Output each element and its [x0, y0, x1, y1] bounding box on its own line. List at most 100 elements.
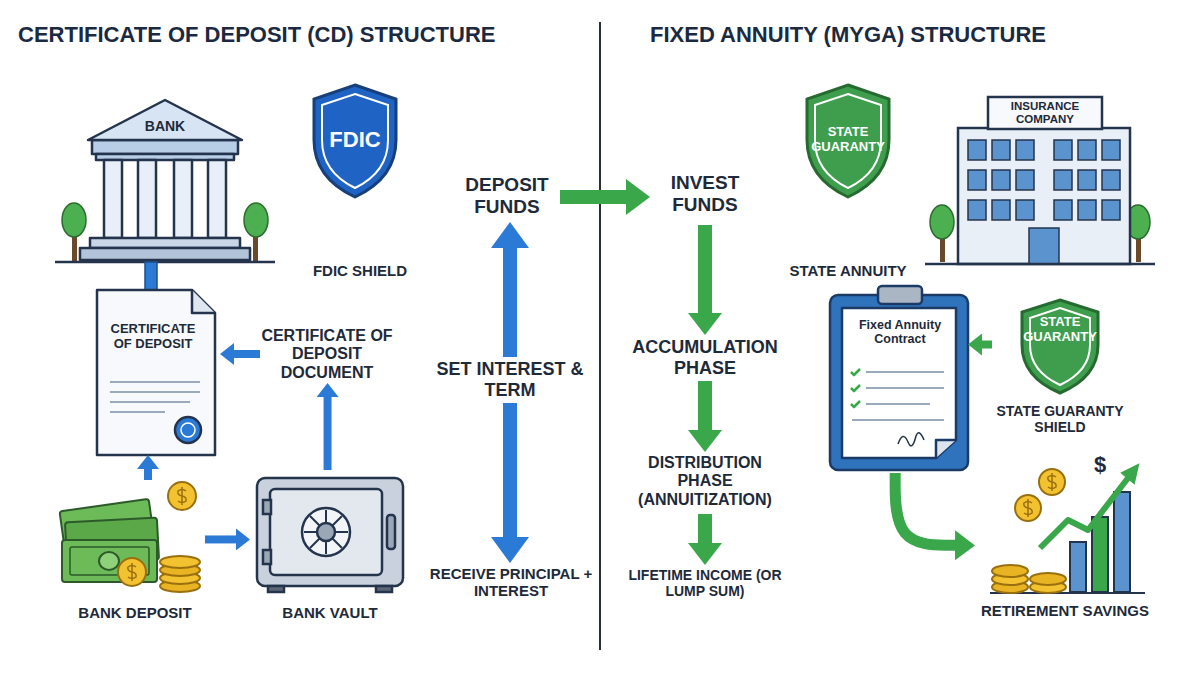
- connector-arrow: [324, 397, 332, 470]
- bank-building: [104, 160, 122, 238]
- bank-vault: [263, 550, 271, 564]
- node-text: ACCUMULATION PHASE: [625, 337, 785, 378]
- bank-building: [55, 100, 275, 262]
- insurance-building: [968, 170, 986, 190]
- cash-stack: [60, 482, 200, 592]
- fdic-shield: [314, 85, 396, 197]
- node-text: BANK VAULT: [248, 604, 413, 621]
- certificate-document: [110, 401, 190, 403]
- certificate-document: [110, 391, 200, 393]
- insurance-building: [1078, 200, 1096, 220]
- certificate-document: [97, 290, 215, 455]
- node-label: FDIC SHIELD: [305, 262, 415, 279]
- insurance-building: [1016, 170, 1034, 190]
- bank-vault: [304, 510, 348, 554]
- bank-vault: [263, 500, 271, 514]
- node-text: LIFETIME INCOME (OR LUMP SUM): [618, 567, 793, 599]
- document-callout: CERTIFICATE OF DEPOSIT DOCUMENT: [260, 325, 395, 383]
- node-text: CERTIFICATE OF DEPOSIT DOCUMENT: [260, 327, 395, 382]
- certificate-document: [110, 411, 165, 413]
- annuity-contract-clipboard: [851, 369, 860, 407]
- bank-building: [88, 100, 242, 140]
- flow-step: DEPOSIT FUNDS: [455, 172, 560, 222]
- node-text: BANK DEPOSIT: [60, 604, 210, 621]
- bank-building: [90, 238, 240, 248]
- cash-stack: [168, 482, 196, 510]
- connector-arrow: [895, 473, 955, 545]
- cash-stack: [99, 552, 119, 570]
- bank-building: [174, 160, 192, 238]
- insurance-building: [1029, 228, 1059, 264]
- node-text: CERTIFICATE OF DEPOSIT: [103, 322, 203, 352]
- cash-stack: [118, 558, 146, 586]
- node-text: DEPOSIT FUNDS: [455, 174, 560, 218]
- bank-building: BANK: [65, 95, 265, 270]
- flow-step: SET INTEREST & TERM: [435, 357, 585, 403]
- divider-line: [599, 22, 601, 650]
- insurance-building: [992, 140, 1010, 160]
- node-label: STATE ANNUITY: [783, 262, 913, 279]
- bank-vault: [270, 489, 382, 575]
- fdic-shield: [314, 85, 396, 197]
- state-guaranty-shield: [1022, 300, 1098, 393]
- retirement-savings-chart: [1015, 495, 1041, 521]
- bank-vault: [387, 515, 395, 549]
- insurance-building: [968, 200, 986, 220]
- bank-vault: [268, 586, 284, 592]
- retirement-savings-chart: $RETIREMENT SAVINGS: [975, 450, 1155, 630]
- annuity-contract-clipboard: [852, 372, 944, 420]
- insurance-building: [958, 128, 1130, 264]
- cash-stack: [128, 563, 136, 581]
- connector-arrow: [982, 341, 992, 349]
- bank-vault: [317, 523, 335, 541]
- insurance-building: [1016, 200, 1034, 220]
- node-text: STATE GUARANTY: [1021, 315, 1099, 345]
- connector-arrow: [205, 535, 236, 543]
- insurance-building: [968, 140, 986, 160]
- bank-building: [55, 261, 275, 264]
- certificate-document: [110, 381, 200, 383]
- state-guaranty-shield: [807, 85, 889, 197]
- insurance-building: [1016, 140, 1034, 160]
- state-guaranty-shield: STATE GUARANTYSTATE ANNUITY: [783, 85, 913, 285]
- state-guaranty-shield: STATE GUARANTY STATE GUARANTY SHIELD: [992, 295, 1132, 445]
- connector-arrow: [698, 381, 712, 430]
- insurance-building: [992, 200, 1010, 220]
- insurance-building: [925, 97, 1155, 264]
- insurance-building: [1102, 170, 1120, 190]
- flow-step: INVEST FUNDS: [650, 170, 760, 225]
- insurance-building: [1054, 140, 1072, 160]
- insurance-building: [1054, 170, 1072, 190]
- node-label: RETIREMENT SAVINGS: [975, 602, 1155, 619]
- retirement-savings-chart: [1048, 473, 1056, 491]
- cash-stack: [178, 487, 186, 505]
- connector-arrow: [698, 225, 712, 313]
- connector-arrow: [144, 469, 152, 480]
- insurance-building: [1102, 200, 1120, 220]
- node-text: DISTRIBUTION PHASE (ANNUITIZATION): [625, 454, 785, 509]
- annuity-contract-clipboard: [898, 433, 924, 446]
- flow-step: ACCUMULATION PHASE: [625, 335, 785, 381]
- flow-step: RECEIVE PRINCIPAL + INTEREST: [424, 563, 599, 605]
- insurance-building: [1078, 140, 1096, 160]
- cash-stack: BANK DEPOSIT: [55, 480, 205, 625]
- insurance-building: [988, 97, 1102, 129]
- certificate-document: [192, 290, 215, 313]
- node-text: SET INTEREST & TERM: [435, 359, 585, 400]
- retirement-savings-chart: [990, 465, 1145, 593]
- bank-building: [208, 160, 226, 238]
- connector-arrow: [698, 514, 712, 543]
- retirement-savings-chart: [992, 565, 1028, 577]
- insurance-building: [968, 140, 1120, 264]
- retirement-savings-chart: [1122, 465, 1138, 483]
- certificate-document: [97, 290, 215, 455]
- node-label: STATE GUARANTY SHIELD: [990, 403, 1130, 435]
- annuity-contract-clipboard: Fixed Annuity Contract: [828, 288, 968, 473]
- connector-arrow: [234, 350, 260, 358]
- state-guaranty-shield: [807, 85, 889, 197]
- insurance-building: [930, 205, 954, 239]
- bank-building: [92, 140, 238, 154]
- node-text: RECEIVE PRINCIPAL + INTEREST: [424, 565, 599, 600]
- bank-document-link: [145, 262, 157, 290]
